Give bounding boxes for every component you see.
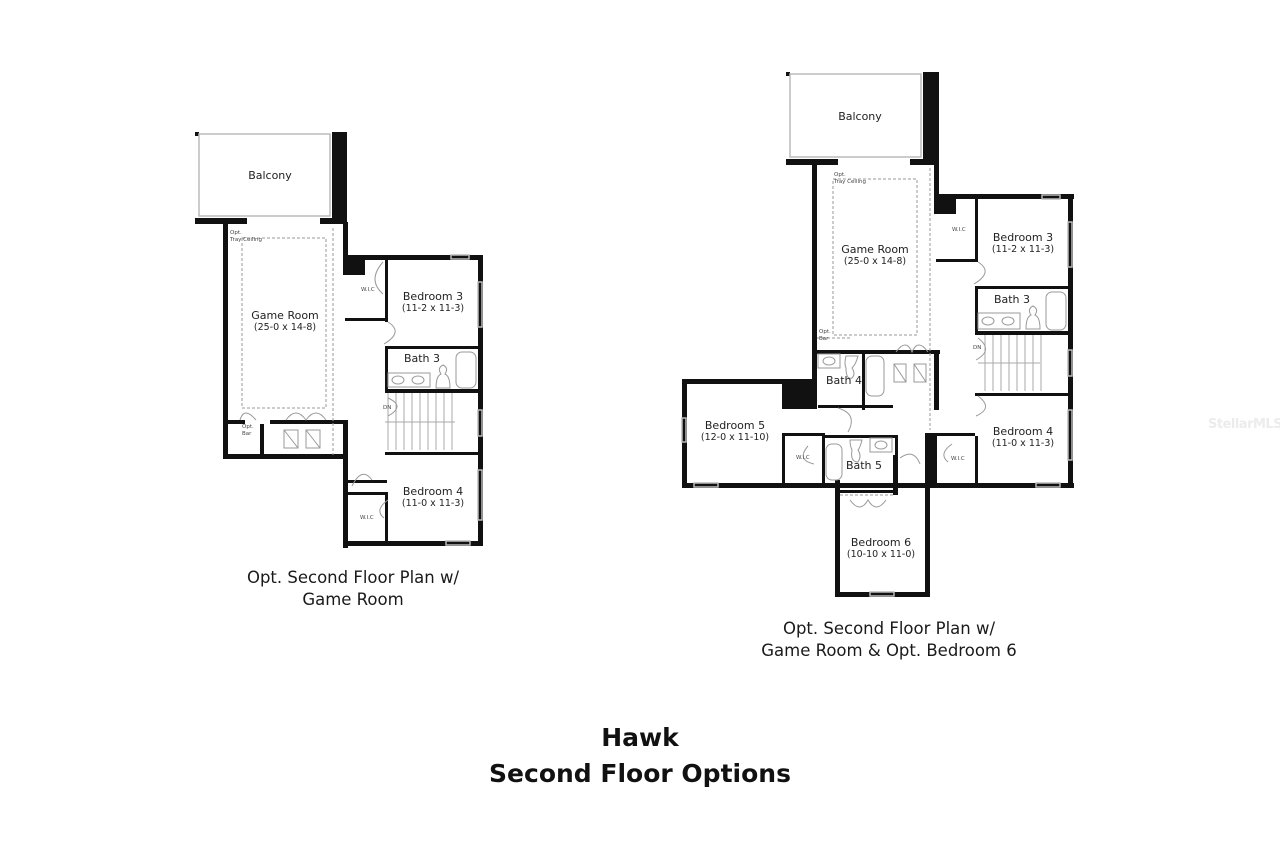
room-label-bedroom-3: Bedroom 3 [992, 231, 1054, 244]
room-label-bath-4: Bath 4 [825, 374, 863, 387]
room-label-game-room: Game Room [841, 243, 909, 256]
room-dims-game-room: (25-0 x 14-8) [843, 256, 907, 267]
note-tray-opt: Opt. [834, 172, 846, 178]
note-bar-opt: Opt. [819, 329, 831, 335]
room-label-bedroom-3: Bedroom 3 [402, 290, 464, 303]
room-dims-bedroom-5: (12-0 x 11-10) [700, 432, 770, 443]
note-wic-2: W.I.C [360, 515, 374, 521]
room-dims-bedroom-6: (10-10 x 11-0) [846, 549, 916, 560]
room-label-bedroom-4: Bedroom 4 [992, 425, 1054, 438]
right-plan-fixtures [802, 168, 1067, 508]
room-label-bedroom-5: Bedroom 5 [704, 419, 766, 432]
note-stairs-dn: DN [973, 345, 982, 351]
room-dims-game-room: (25-0 x 14-8) [253, 322, 317, 333]
note-tray-ceiling: Tray Ceiling [230, 237, 262, 243]
room-dims-bedroom-4: (11-0 x 11-3) [991, 438, 1055, 449]
left-plan-caption-line2: Game Room [302, 590, 404, 609]
left-plan-caption-line1: Opt. Second Floor Plan w/ [246, 568, 460, 587]
left-plan-fixtures [239, 228, 477, 519]
right-plan-walls [682, 72, 1074, 597]
room-label-bedroom-6: Bedroom 6 [850, 536, 912, 549]
room-label-bath-3: Bath 3 [403, 352, 441, 365]
room-label-game-room: Game Room [251, 309, 319, 322]
room-label-bath-3: Bath 3 [993, 293, 1031, 306]
page-title: Hawk Second Floor Options [0, 720, 1280, 792]
left-plan-caption: Opt. Second Floor Plan w/ Game Room [200, 567, 506, 611]
note-bar: Bar [819, 336, 829, 342]
room-dims-bedroom-3: (11-2 x 11-3) [991, 244, 1055, 255]
note-bar: Bar [242, 431, 252, 437]
room-label-bath-5: Bath 5 [845, 459, 883, 472]
note-bar-opt: Opt. [242, 424, 254, 430]
note-wic-3: W.I.C [951, 456, 965, 462]
note-wic-2: W.I.C [796, 455, 810, 461]
room-dims-bedroom-3: (11-2 x 11-3) [401, 303, 465, 314]
left-plan-windows [198, 133, 483, 546]
watermark: StellarMLS [1208, 417, 1280, 432]
room-label-balcony: Balcony [248, 169, 292, 182]
note-stairs-dn: DN [383, 405, 392, 411]
room-label-balcony: Balcony [838, 110, 882, 123]
title-subtitle: Second Floor Options [489, 759, 791, 788]
note-wic-1: W.I.C [952, 227, 966, 233]
note-wic-1: W.I.C [361, 287, 375, 293]
room-dims-bedroom-4: (11-0 x 11-3) [401, 498, 465, 509]
left-plan-walls [195, 132, 483, 548]
right-plan-caption-line1: Opt. Second Floor Plan w/ [782, 619, 996, 638]
room-label-bedroom-4: Bedroom 4 [402, 485, 464, 498]
note-tray-ceiling: Tray Ceiling [834, 179, 866, 185]
right-plan-caption: Opt. Second Floor Plan w/ Game Room & Op… [714, 618, 1064, 662]
right-plan-windows [681, 73, 1073, 597]
title-model-name: Hawk [601, 723, 679, 752]
right-plan-caption-line2: Game Room & Opt. Bedroom 6 [761, 641, 1017, 660]
note-tray-opt: Opt. [230, 230, 242, 236]
